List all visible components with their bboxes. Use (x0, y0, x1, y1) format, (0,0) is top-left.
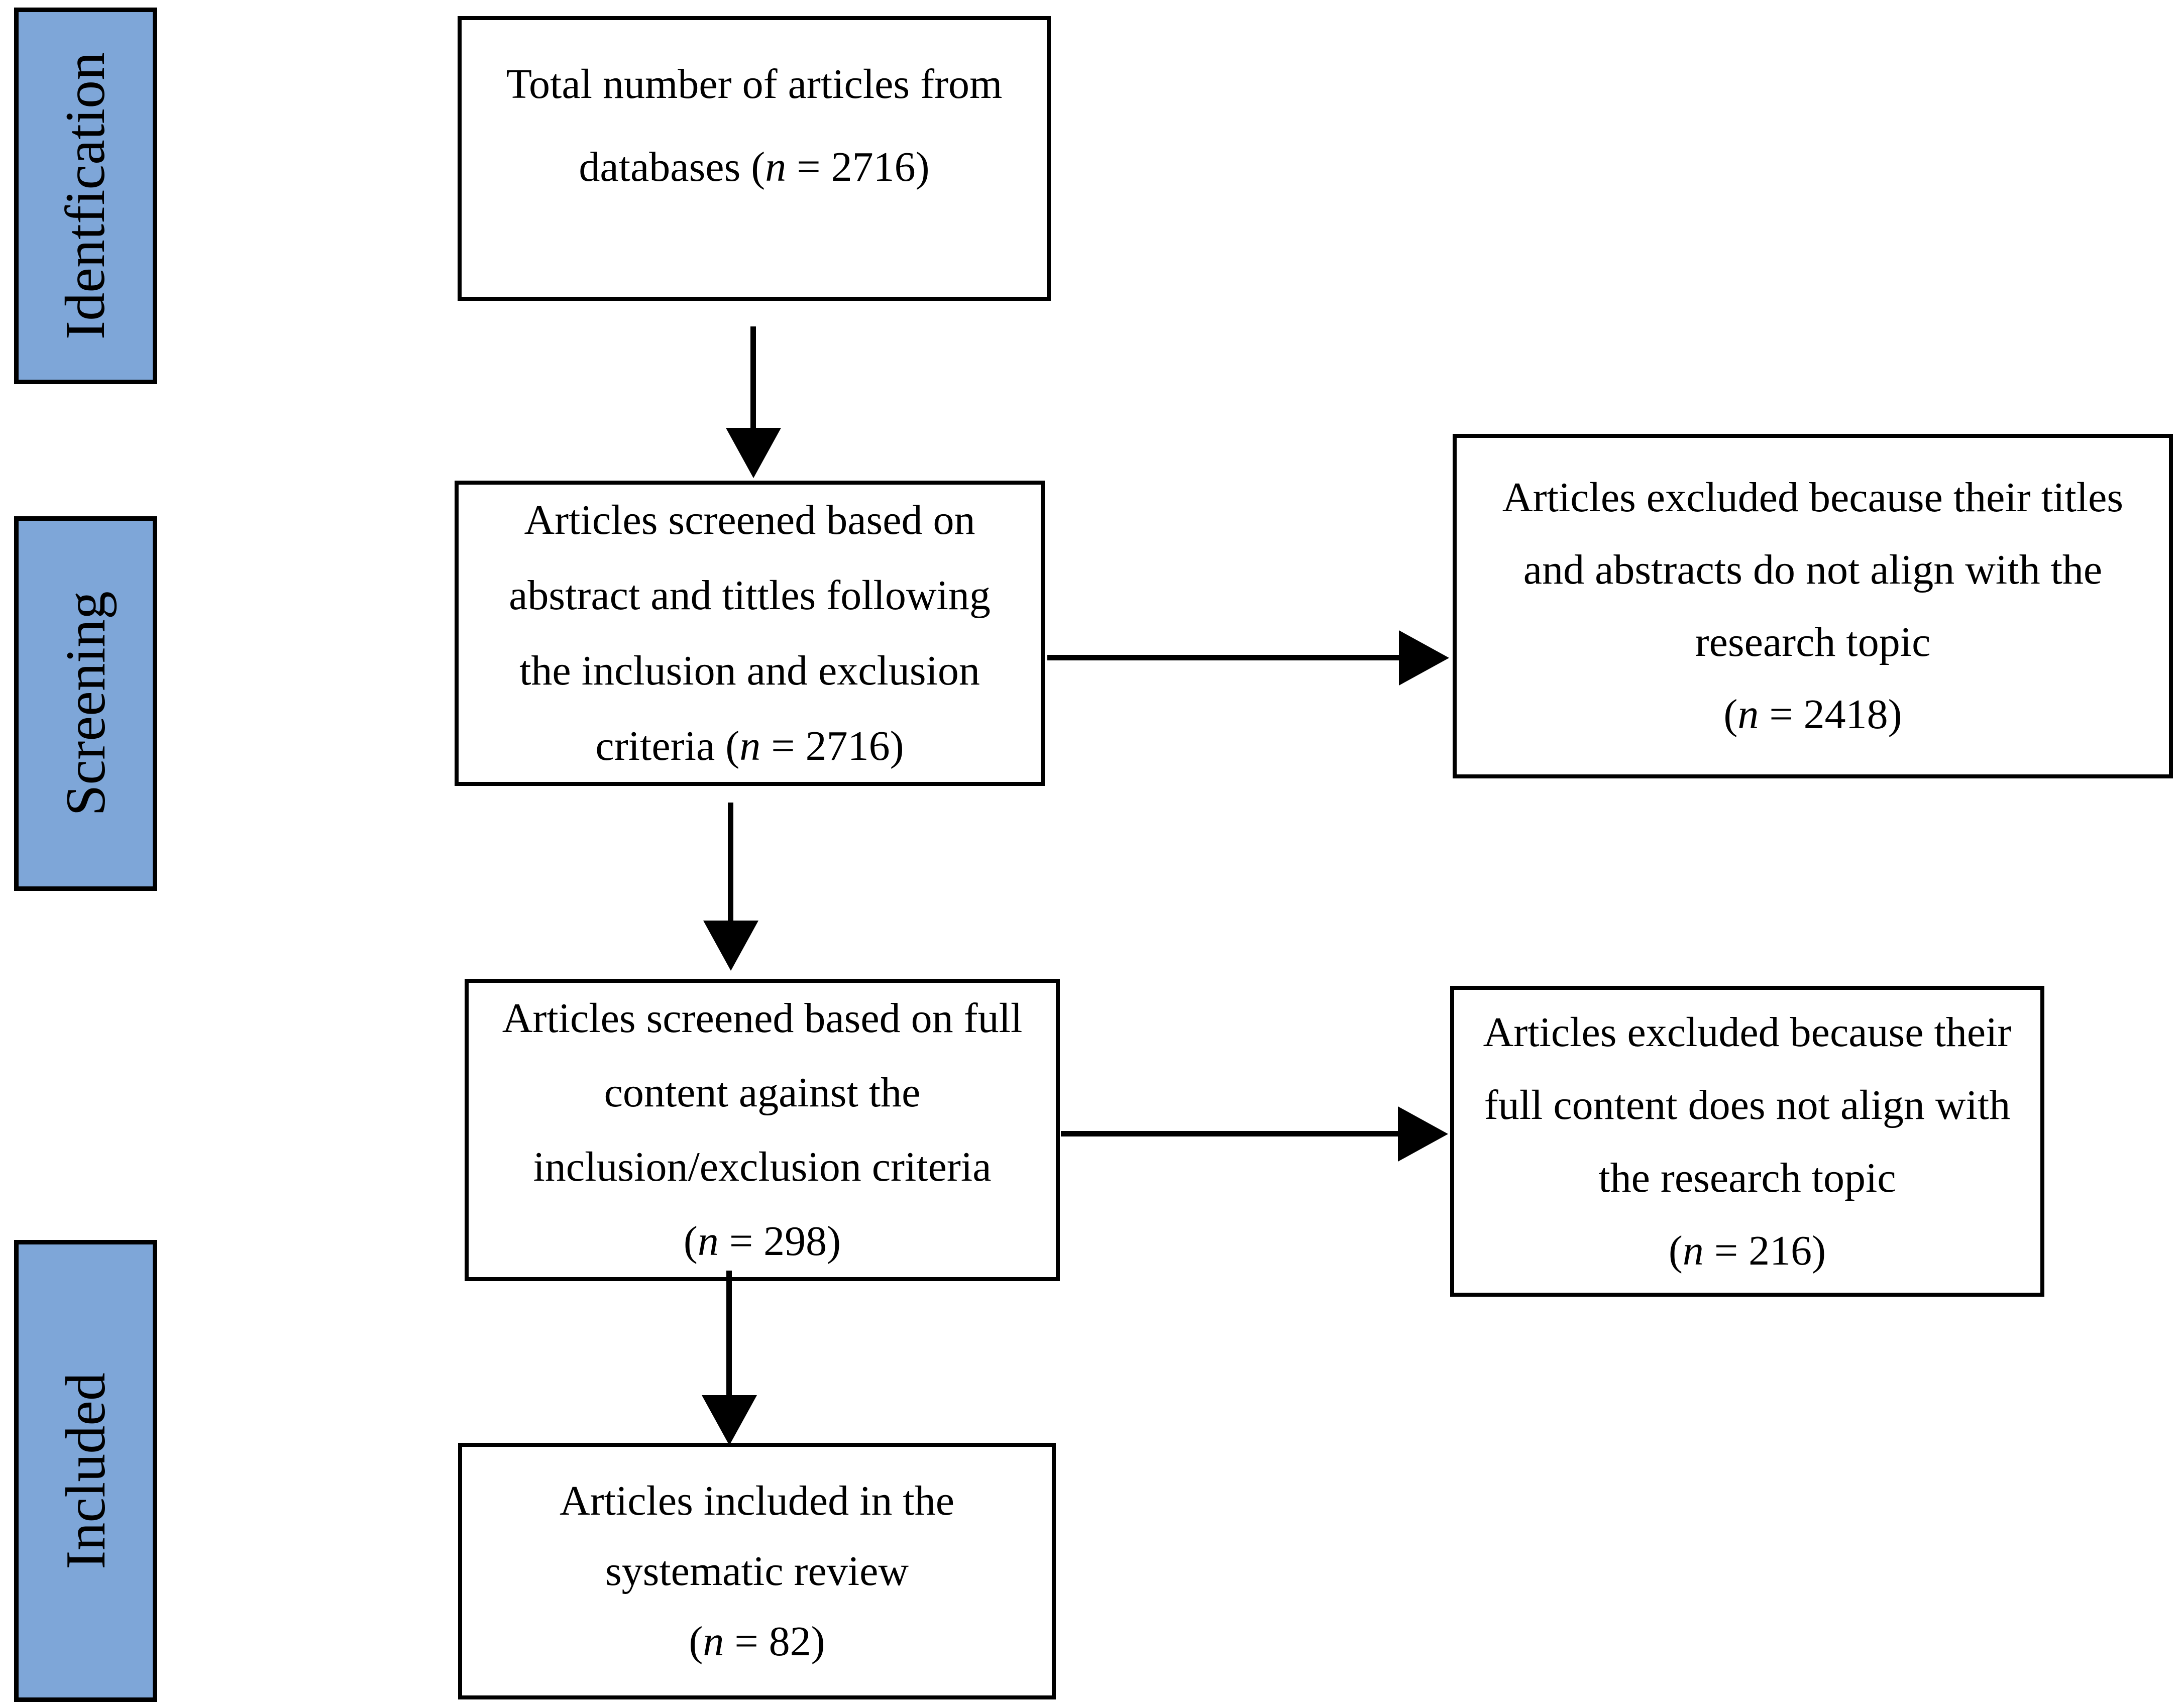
text-line: criteria (n = 2716) (595, 723, 904, 769)
arrow-shaft (1061, 1131, 1398, 1136)
flow-box-text: Articles excluded because their titles an… (1457, 462, 2169, 751)
text-line: the inclusion and exclusion (519, 647, 980, 694)
arrow-shaft (750, 326, 756, 428)
stage-label-screening: Screening (54, 591, 117, 816)
arrow-down-total-to-abstract-screen (726, 326, 781, 478)
text-line: the research topic (1598, 1154, 1896, 1201)
stage-box-identification: Identfication (14, 8, 157, 384)
flow-box-text: Articles included in the systematic revie… (462, 1466, 1052, 1677)
flow-box-screened-full-content: Articles screened based on full content a… (465, 979, 1060, 1281)
arrow-shaft (726, 1271, 732, 1395)
text-line: and abstracts do not align with the (1523, 546, 2103, 593)
arrowhead-down-icon (726, 428, 781, 478)
text-line: inclusion/exclusion criteria (533, 1144, 992, 1190)
flow-box-excluded-titles-abstracts: Articles excluded because their titles an… (1453, 434, 2173, 778)
arrow-shaft (728, 803, 733, 921)
flow-box-excluded-full-content: Articles excluded because their full cont… (1450, 986, 2044, 1297)
flow-box-screened-abstract-titles: Articles screened based on abstract and t… (455, 481, 1045, 786)
text-line: full content does not align with (1484, 1081, 2011, 1128)
text-line: Total number of articles from (506, 61, 1003, 107)
flow-box-included-review: Articles included in the systematic revie… (458, 1443, 1056, 1699)
arrowhead-down-icon (703, 921, 758, 971)
flow-box-total-articles: Total number of articles from databases (… (458, 16, 1051, 301)
arrowhead-down-icon (702, 1395, 757, 1445)
text-line: (n = 216) (1668, 1227, 1826, 1274)
text-line: (n = 82) (689, 1618, 825, 1665)
arrow-down-full-to-included (702, 1271, 757, 1445)
text-line: abstract and tittles following (509, 572, 991, 619)
text-line: Articles excluded because their titles (1502, 474, 2124, 521)
arrow-right-full-to-excluded (1061, 1106, 1448, 1162)
arrowhead-right-icon (1399, 630, 1449, 686)
flow-box-text: Articles screened based on abstract and t… (459, 483, 1041, 784)
text-line: content against the (604, 1069, 921, 1116)
text-line: research topic (1695, 619, 1931, 665)
stage-label-included: Included (54, 1373, 117, 1569)
arrow-shaft (1047, 655, 1399, 660)
text-line: Articles included in the (559, 1477, 955, 1524)
text-line: (n = 298) (683, 1218, 841, 1265)
text-line: Articles screened based on full (502, 995, 1023, 1042)
arrowhead-right-icon (1398, 1106, 1448, 1162)
stage-box-included: Included (14, 1240, 157, 1702)
text-line: systematic review (605, 1547, 909, 1595)
text-line: databases (n = 2716) (579, 144, 930, 190)
arrow-right-abstract-to-excluded (1047, 630, 1449, 686)
stage-label-identification: Identfication (54, 52, 117, 340)
flow-box-text: Total number of articles from databases (… (462, 20, 1047, 208)
text-line: Articles screened based on (524, 497, 975, 543)
text-line: (n = 2418) (1723, 691, 1902, 738)
arrow-down-abstract-to-full-screen (703, 803, 758, 971)
stage-box-screening: Screening (14, 516, 157, 891)
flow-box-text: Articles excluded because their full cont… (1454, 996, 2040, 1287)
text-line: Articles excluded because their (1483, 1008, 2012, 1056)
flow-box-text: Articles screened based on full content a… (469, 981, 1056, 1279)
